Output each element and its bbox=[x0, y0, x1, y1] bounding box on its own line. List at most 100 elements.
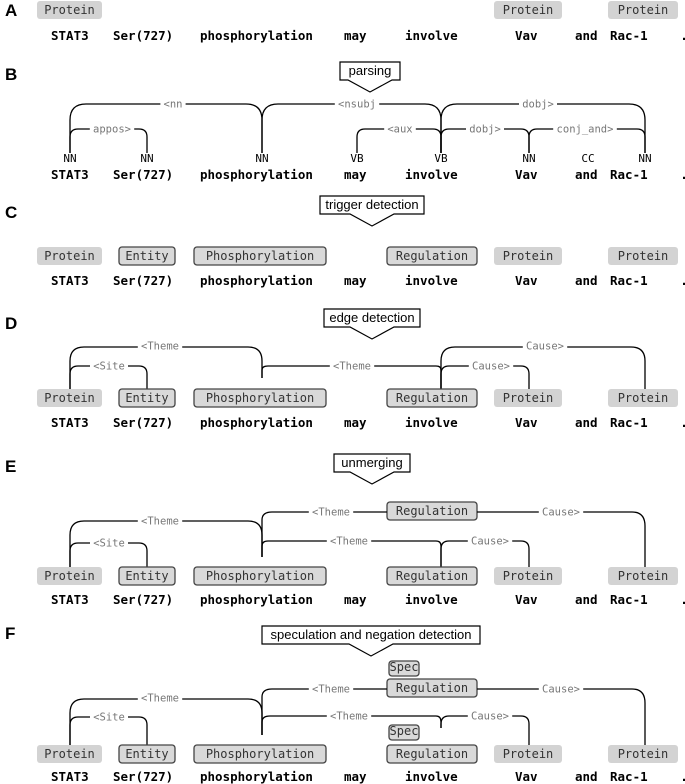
step-label-F: speculation and negation detection bbox=[271, 627, 472, 642]
entity-C-4-box bbox=[494, 247, 562, 265]
entity-E-5-label: Protein bbox=[618, 569, 669, 583]
panel-letter-A: A bbox=[5, 1, 17, 20]
step-callout-E bbox=[333, 453, 411, 485]
entity-F-1-label: Entity bbox=[125, 747, 168, 761]
word-F-6: and bbox=[575, 769, 598, 784]
word-D-2: phosphorylation bbox=[200, 415, 313, 430]
edge-F-theme-float bbox=[261, 688, 387, 735]
spec-badge-F-low-label: Spec bbox=[390, 724, 419, 738]
float-node-F-box bbox=[386, 678, 478, 698]
entity-E-1-box bbox=[118, 566, 176, 586]
entity-D-1-box bbox=[118, 388, 176, 408]
edge-label-D-site-bg bbox=[90, 360, 128, 372]
step-callout-B bbox=[339, 61, 401, 93]
entity-E-3-box bbox=[386, 566, 478, 586]
edge-label-E-cause-low-bg bbox=[467, 535, 513, 547]
word-D-7: Rac-1 bbox=[610, 415, 648, 430]
step-callout-C bbox=[319, 195, 425, 227]
entity-D-3-box bbox=[386, 388, 478, 408]
word-D-1: Ser(727) bbox=[113, 415, 173, 430]
spec-badge-F-low-box bbox=[388, 724, 420, 741]
entity-E-3-label: Regulation bbox=[396, 569, 468, 583]
word-B-6: and bbox=[575, 167, 598, 182]
word-A-6: and bbox=[575, 28, 598, 43]
word-E-4: involve bbox=[405, 592, 458, 607]
panel-letter-F: F bbox=[5, 624, 15, 643]
word-B-5: Vav bbox=[515, 167, 538, 182]
edge-label-D-cause1-bg bbox=[522, 340, 568, 352]
edge-label-D-theme2-bg bbox=[329, 360, 375, 372]
word-F-5: Vav bbox=[515, 769, 538, 784]
entity-D-4-label: Protein bbox=[503, 391, 554, 405]
panel-letter-B: B bbox=[5, 65, 17, 84]
entity-F-3-label: Regulation bbox=[396, 747, 468, 761]
edge-label-E-theme-float-bg bbox=[308, 506, 354, 518]
word-E-1: Ser(727) bbox=[113, 592, 173, 607]
entity-E-2-box bbox=[193, 566, 327, 586]
word-E-2: phosphorylation bbox=[200, 592, 313, 607]
word-B-0: STAT3 bbox=[51, 167, 89, 182]
edge-F-cause-float bbox=[477, 688, 646, 745]
entity-D-3-label: Regulation bbox=[396, 391, 468, 405]
word-E-5: Vav bbox=[515, 592, 538, 607]
pos-tag-7: NN bbox=[638, 152, 651, 165]
entity-F-0-box bbox=[37, 745, 102, 763]
pos-tag-0: NN bbox=[63, 152, 76, 165]
step-callout-F bbox=[261, 625, 481, 657]
entity-C-0-box bbox=[37, 247, 102, 265]
entity-A-1-label: Protein bbox=[503, 3, 554, 17]
word-F-0: STAT3 bbox=[51, 769, 89, 784]
entity-A-0-label: Protein bbox=[44, 3, 95, 17]
entity-C-1-label: Entity bbox=[125, 249, 168, 263]
pos-tag-2: NN bbox=[255, 152, 268, 165]
word-E-8: . bbox=[680, 592, 685, 607]
dep-label-B-dobj-top: dobj> bbox=[522, 99, 554, 111]
entity-E-1-label: Entity bbox=[125, 569, 168, 583]
step-label-E: unmerging bbox=[341, 455, 402, 470]
step-label-D: edge detection bbox=[329, 310, 414, 325]
edge-label-F-cause-low-bg bbox=[467, 710, 513, 722]
edge-E-cause-float bbox=[477, 511, 646, 567]
float-node-E-box bbox=[386, 501, 478, 521]
pos-tag-3: VB bbox=[350, 152, 364, 165]
step-label-B: parsing bbox=[349, 63, 392, 78]
word-A-0: STAT3 bbox=[51, 28, 89, 43]
entity-C-1-box bbox=[118, 246, 176, 266]
panel-letter-E: E bbox=[5, 457, 16, 476]
edge-label-F-theme-float-bg bbox=[308, 683, 354, 695]
dep-label-B-aux: <aux bbox=[387, 124, 412, 136]
entity-E-0-box bbox=[37, 567, 102, 585]
edge-label-D-theme2: <Theme bbox=[333, 361, 371, 373]
word-A-3: may bbox=[344, 28, 367, 43]
step-callout-D bbox=[323, 308, 421, 340]
entity-D-2-box bbox=[193, 388, 327, 408]
edge-label-E-cause-float-bg bbox=[538, 506, 584, 518]
pos-tag-6: CC bbox=[581, 152, 594, 165]
edge-label-F-site: <Site bbox=[93, 712, 125, 724]
spec-badge-F-top-label: Spec bbox=[390, 660, 419, 674]
entity-A-2-box bbox=[608, 1, 678, 19]
edge-label-D-theme1-bg bbox=[137, 340, 183, 352]
float-node-F-label: Regulation bbox=[396, 681, 468, 695]
dep-label-B-nsubj-bg bbox=[334, 98, 380, 110]
entity-D-1-label: Entity bbox=[125, 391, 168, 405]
entity-E-4-box bbox=[494, 567, 562, 585]
float-node-E-label: Regulation bbox=[396, 504, 468, 518]
word-E-7: Rac-1 bbox=[610, 592, 648, 607]
entity-D-5-label: Protein bbox=[618, 391, 669, 405]
word-B-8: . bbox=[680, 167, 685, 182]
entity-C-0-label: Protein bbox=[44, 249, 95, 263]
word-B-7: Rac-1 bbox=[610, 167, 648, 182]
entity-D-0-label: Protein bbox=[44, 391, 95, 405]
pos-tag-1: NN bbox=[140, 152, 153, 165]
word-B-4: involve bbox=[405, 167, 458, 182]
word-B-3: may bbox=[344, 167, 367, 182]
edge-label-E-site: <Site bbox=[93, 538, 125, 550]
panel-letter-D: D bbox=[5, 314, 17, 333]
edge-label-D-cause1: Cause> bbox=[526, 341, 564, 353]
entity-C-5-box bbox=[608, 247, 678, 265]
edge-label-E-cause-low: Cause> bbox=[471, 536, 509, 548]
word-F-1: Ser(727) bbox=[113, 769, 173, 784]
